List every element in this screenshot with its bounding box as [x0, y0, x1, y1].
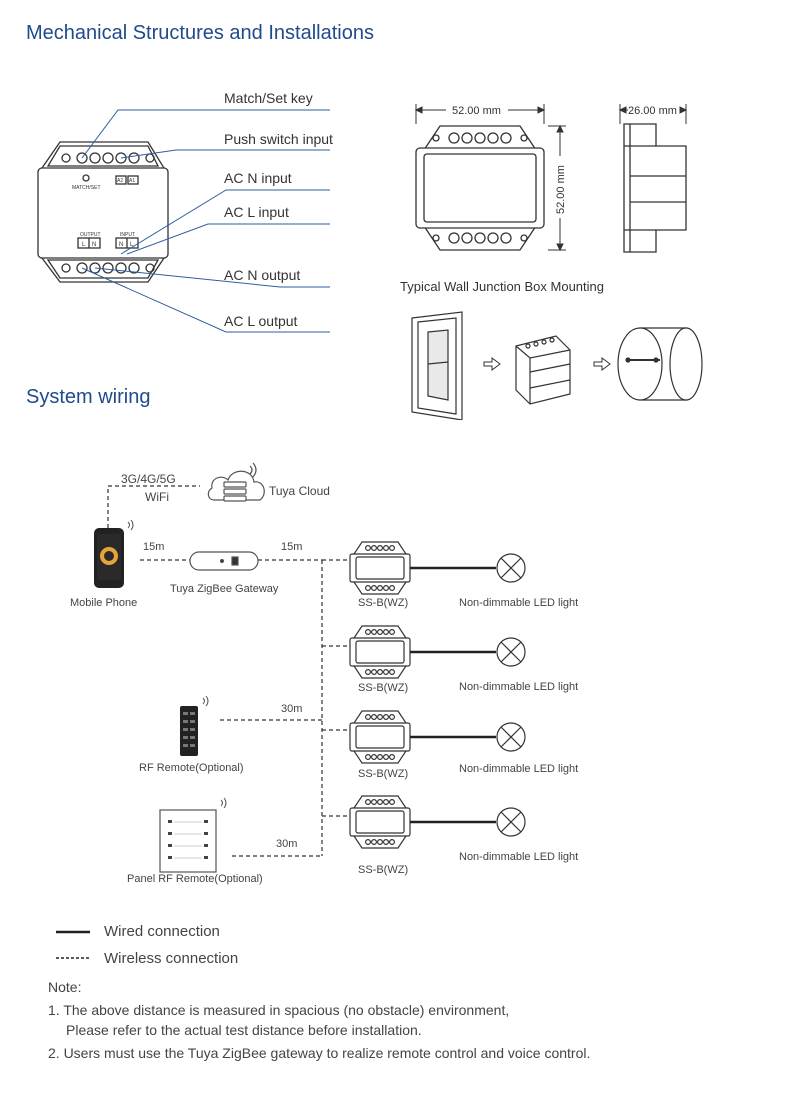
controller-device-icon — [349, 795, 411, 849]
matchset-text: MATCH/SET — [72, 185, 101, 191]
cloud-label: Tuya Cloud — [269, 484, 330, 498]
device-rows — [349, 541, 526, 849]
section-title-mechanical: Mechanical Structures and Installations — [26, 22, 374, 44]
zigbee-gateway-icon — [189, 551, 259, 571]
led-light-icon — [496, 637, 526, 667]
phone-signal-icon — [127, 519, 134, 531]
dist-rf: 30m — [281, 703, 303, 715]
light-label-1: Non-dimmable LED light — [459, 597, 579, 609]
phone-label: Mobile Phone — [70, 597, 138, 609]
junction-box-illustration — [617, 327, 703, 401]
device-front-view — [37, 141, 169, 283]
panel-remote-icon — [159, 809, 217, 873]
panel-remote-label: Panel RF Remote(Optional) — [127, 873, 263, 885]
dimension-lines — [414, 104, 688, 252]
callout-ac-l-input: AC L input — [224, 204, 289, 220]
wireless-links — [107, 485, 352, 857]
arrow-2-icon — [593, 357, 611, 371]
callout-push-switch-input: Push switch input — [224, 131, 333, 147]
note-line-2: 2. Users must use the Tuya ZigBee gatewa… — [48, 1045, 591, 1061]
panel-remote-signal-icon — [220, 797, 227, 809]
a1-text: A1 — [129, 178, 135, 184]
mechanical-drawing: MATCH/SET A2 A1 OUTPUT INPUT L N N L — [37, 104, 703, 420]
gateway-label: Tuya ZigBee Gateway — [170, 583, 279, 595]
device-label-2: SS-B(WZ) — [358, 682, 409, 694]
input-n-text: N — [119, 242, 123, 248]
callout-leaders — [81, 109, 330, 333]
device-side-view — [623, 123, 687, 253]
input-text: INPUT — [120, 232, 135, 238]
section-title-wiring: System wiring — [26, 386, 151, 408]
rf-remote-icon — [180, 706, 198, 756]
dim-width-text: 52.00 mm — [452, 105, 501, 117]
device-top-view — [415, 125, 545, 251]
dim-depth-text: 26.00 mm — [628, 105, 677, 117]
output-l-text: L — [82, 242, 86, 248]
dist-gateway-devices: 15m — [281, 541, 303, 553]
small-device-illustration — [515, 335, 571, 405]
arrow-1-icon — [483, 357, 501, 371]
dist-panel: 30m — [276, 838, 298, 850]
controller-device-icon — [349, 541, 411, 595]
network-label: 3G/4G/5G — [121, 472, 176, 486]
notes-heading: Note: — [48, 979, 82, 995]
note-line-1b: Please refer to the actual test distance… — [66, 1022, 422, 1038]
output-n-text: N — [92, 242, 96, 248]
dim-height-text: 52.00 mm — [555, 165, 567, 214]
mounting-title: Typical Wall Junction Box Mounting — [400, 279, 605, 294]
output-text: OUTPUT — [80, 232, 101, 238]
device-label-4: SS-B(WZ) — [358, 864, 409, 876]
rf-remote-label: RF Remote(Optional) — [139, 762, 244, 774]
mobile-phone-icon — [94, 528, 124, 588]
device-label-1: SS-B(WZ) — [358, 597, 409, 609]
light-label-2: Non-dimmable LED light — [459, 681, 579, 693]
wall-switch-illustration — [411, 311, 463, 420]
light-label-3: Non-dimmable LED light — [459, 763, 579, 775]
cloud-icon — [207, 470, 265, 502]
callout-ac-l-output: AC L output — [224, 313, 298, 329]
legend-wired-text: Wired connection — [104, 923, 220, 940]
input-l-text: L — [130, 242, 134, 248]
callout-ac-n-output: AC N output — [224, 267, 301, 283]
legend-wireless-text: Wireless connection — [104, 950, 239, 967]
led-light-icon — [496, 722, 526, 752]
dist-phone-gateway: 15m — [143, 541, 165, 553]
light-label-4: Non-dimmable LED light — [459, 851, 579, 863]
rf-remote-signal-icon — [202, 695, 209, 707]
controller-device-icon — [349, 710, 411, 764]
device-label-3: SS-B(WZ) — [358, 768, 409, 780]
led-light-icon — [496, 553, 526, 583]
callout-match-set-key: Match/Set key — [224, 90, 313, 106]
a2-text: A2 — [117, 178, 123, 184]
led-light-icon — [496, 807, 526, 837]
wifi-label: WiFi — [145, 490, 169, 504]
cloud-signal-icon — [249, 462, 257, 478]
callout-ac-n-input: AC N input — [224, 170, 292, 186]
note-line-1: 1. The above distance is measured in spa… — [48, 1002, 510, 1018]
controller-device-icon — [349, 625, 411, 679]
